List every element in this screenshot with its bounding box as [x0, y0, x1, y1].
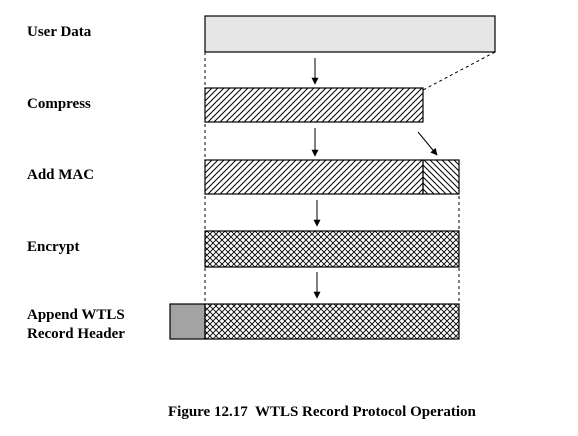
compressed-block [204, 87, 424, 123]
mac-block [422, 159, 460, 195]
figure-caption: Figure 12.17 WTLS Record Protocol Operat… [168, 404, 476, 420]
label-append-line1: Append WTLS [27, 307, 125, 323]
label-encrypt: Encrypt [27, 239, 80, 255]
label-user-data: User Data [27, 24, 92, 40]
user-data-block [204, 15, 496, 53]
final-encrypted-block [204, 303, 460, 340]
encrypted-block [204, 230, 460, 268]
arrow-mac-diagonal [417, 131, 438, 156]
mac-data-block [204, 159, 424, 195]
record-header-block [169, 303, 206, 340]
label-compress: Compress [27, 96, 91, 112]
label-append-line2: Record Header [27, 326, 125, 342]
label-add-mac: Add MAC [27, 167, 95, 183]
flow-arrows [311, 58, 438, 299]
compress-diagonal-guide [422, 51, 496, 91]
